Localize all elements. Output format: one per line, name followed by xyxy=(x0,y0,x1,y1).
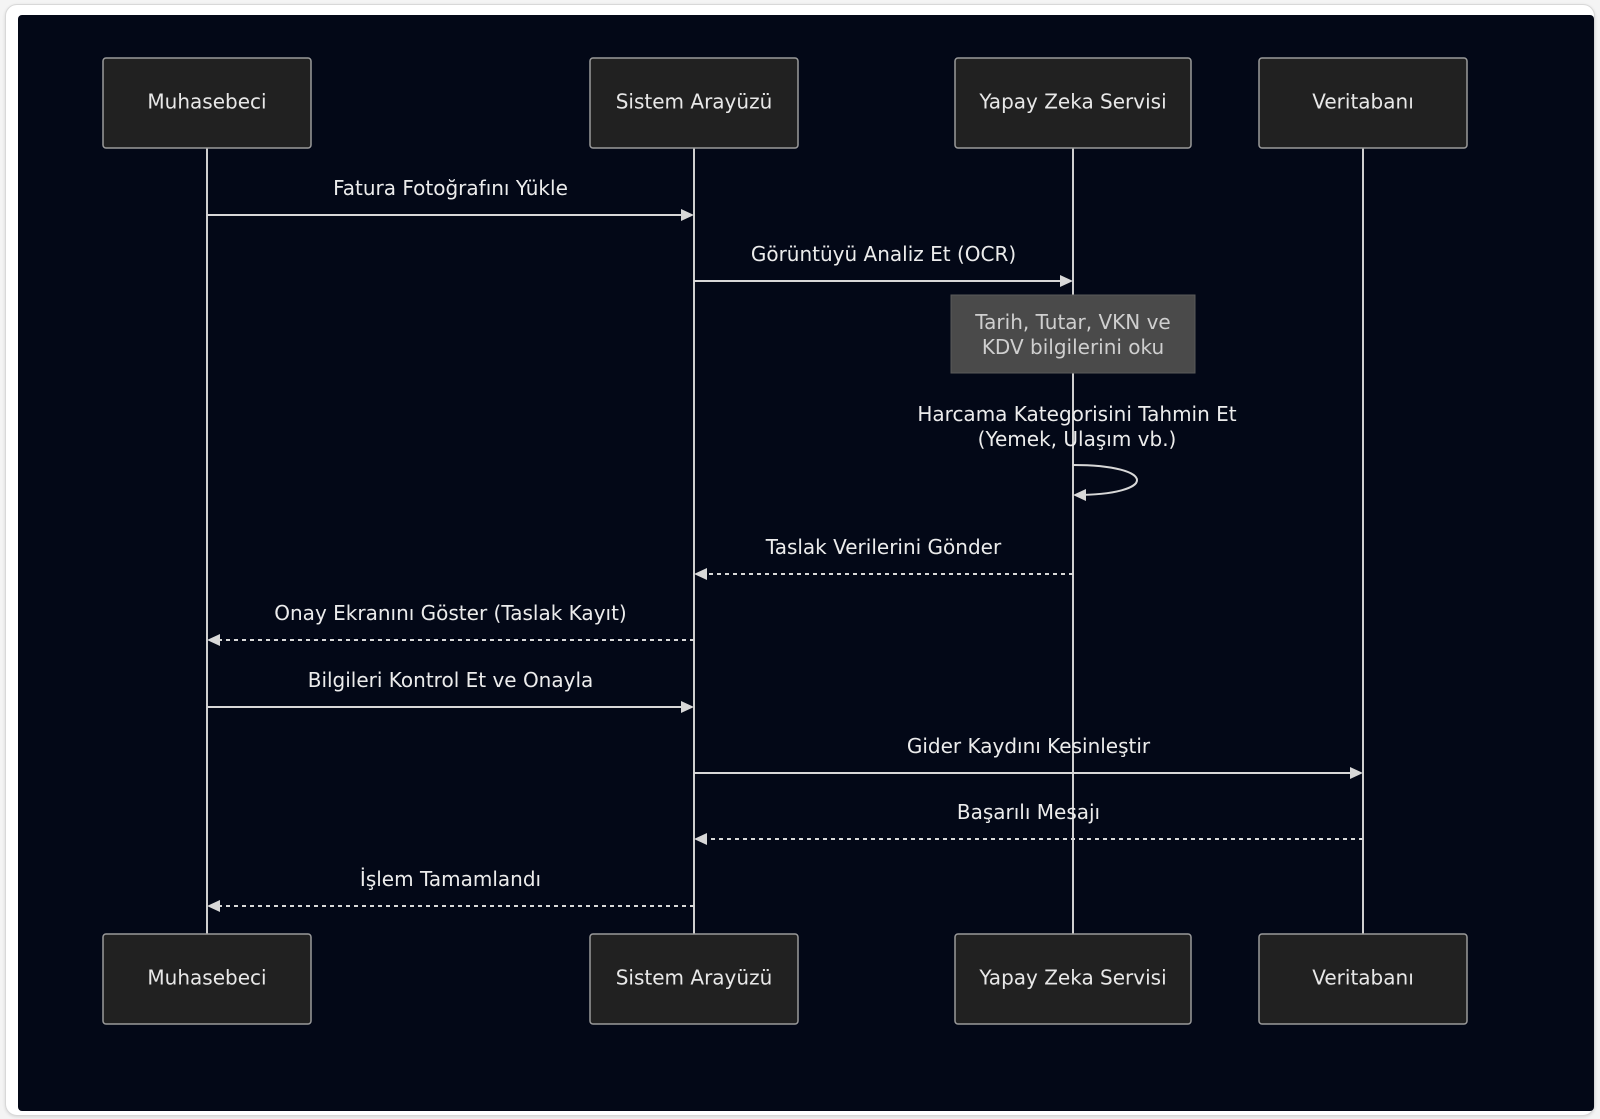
arrowhead-icon xyxy=(694,833,707,845)
message-label: Fatura Fotoğrafını Yükle xyxy=(333,176,568,200)
message-label: Gider Kaydını Kesinleştir xyxy=(907,734,1151,758)
message-label: Onay Ekranını Göster (Taslak Kayıt) xyxy=(274,601,626,625)
note-text: Tarih, Tutar, VKN ve xyxy=(974,310,1170,334)
actor-label-top: Yapay Zeka Servisi xyxy=(978,90,1166,114)
message-label: İşlem Tamamlandı xyxy=(360,867,541,891)
actor-box-top[interactable] xyxy=(1258,57,1468,149)
message-label: Görüntüyü Analiz Et (OCR) xyxy=(751,242,1016,266)
actor-box-bottom[interactable] xyxy=(954,933,1192,1025)
actor-label-top: Muhasebeci xyxy=(147,90,266,114)
arrowhead-icon xyxy=(694,568,707,580)
arrowhead-icon xyxy=(681,701,694,713)
actor-box-top[interactable] xyxy=(954,57,1192,149)
message-label: (Yemek, Ulaşım vb.) xyxy=(978,427,1177,451)
actor-box-top[interactable] xyxy=(102,57,312,149)
actor-label-bottom: Muhasebeci xyxy=(147,966,266,990)
arrowhead-icon xyxy=(1060,275,1073,287)
message-label: Başarılı Mesajı xyxy=(957,800,1100,824)
actor-box-bottom[interactable] xyxy=(589,933,799,1025)
actor-box-bottom[interactable] xyxy=(1258,933,1468,1025)
actor-label-bottom: Yapay Zeka Servisi xyxy=(978,966,1166,990)
message-label: Taslak Verilerini Gönder xyxy=(765,535,1002,559)
arrowhead-icon xyxy=(207,634,220,646)
actor-label-top: Sistem Arayüzü xyxy=(616,90,773,114)
note-box xyxy=(950,294,1196,374)
arrowhead-icon xyxy=(207,900,220,912)
actor-label-top: Veritabanı xyxy=(1312,90,1414,114)
note-text: KDV bilgilerini oku xyxy=(982,335,1164,359)
message-label: Bilgileri Kontrol Et ve Onayla xyxy=(308,668,594,692)
actor-label-bottom: Veritabanı xyxy=(1312,966,1414,990)
actor-box-bottom[interactable] xyxy=(102,933,312,1025)
arrowhead-icon xyxy=(681,209,694,221)
message-label: Harcama Kategorisini Tahmin Et xyxy=(917,402,1236,426)
actor-box-top[interactable] xyxy=(589,57,799,149)
self-message-loop xyxy=(1072,464,1138,496)
actor-label-bottom: Sistem Arayüzü xyxy=(616,966,773,990)
arrowhead-icon xyxy=(1350,767,1363,779)
arrowhead-icon xyxy=(1073,489,1086,501)
